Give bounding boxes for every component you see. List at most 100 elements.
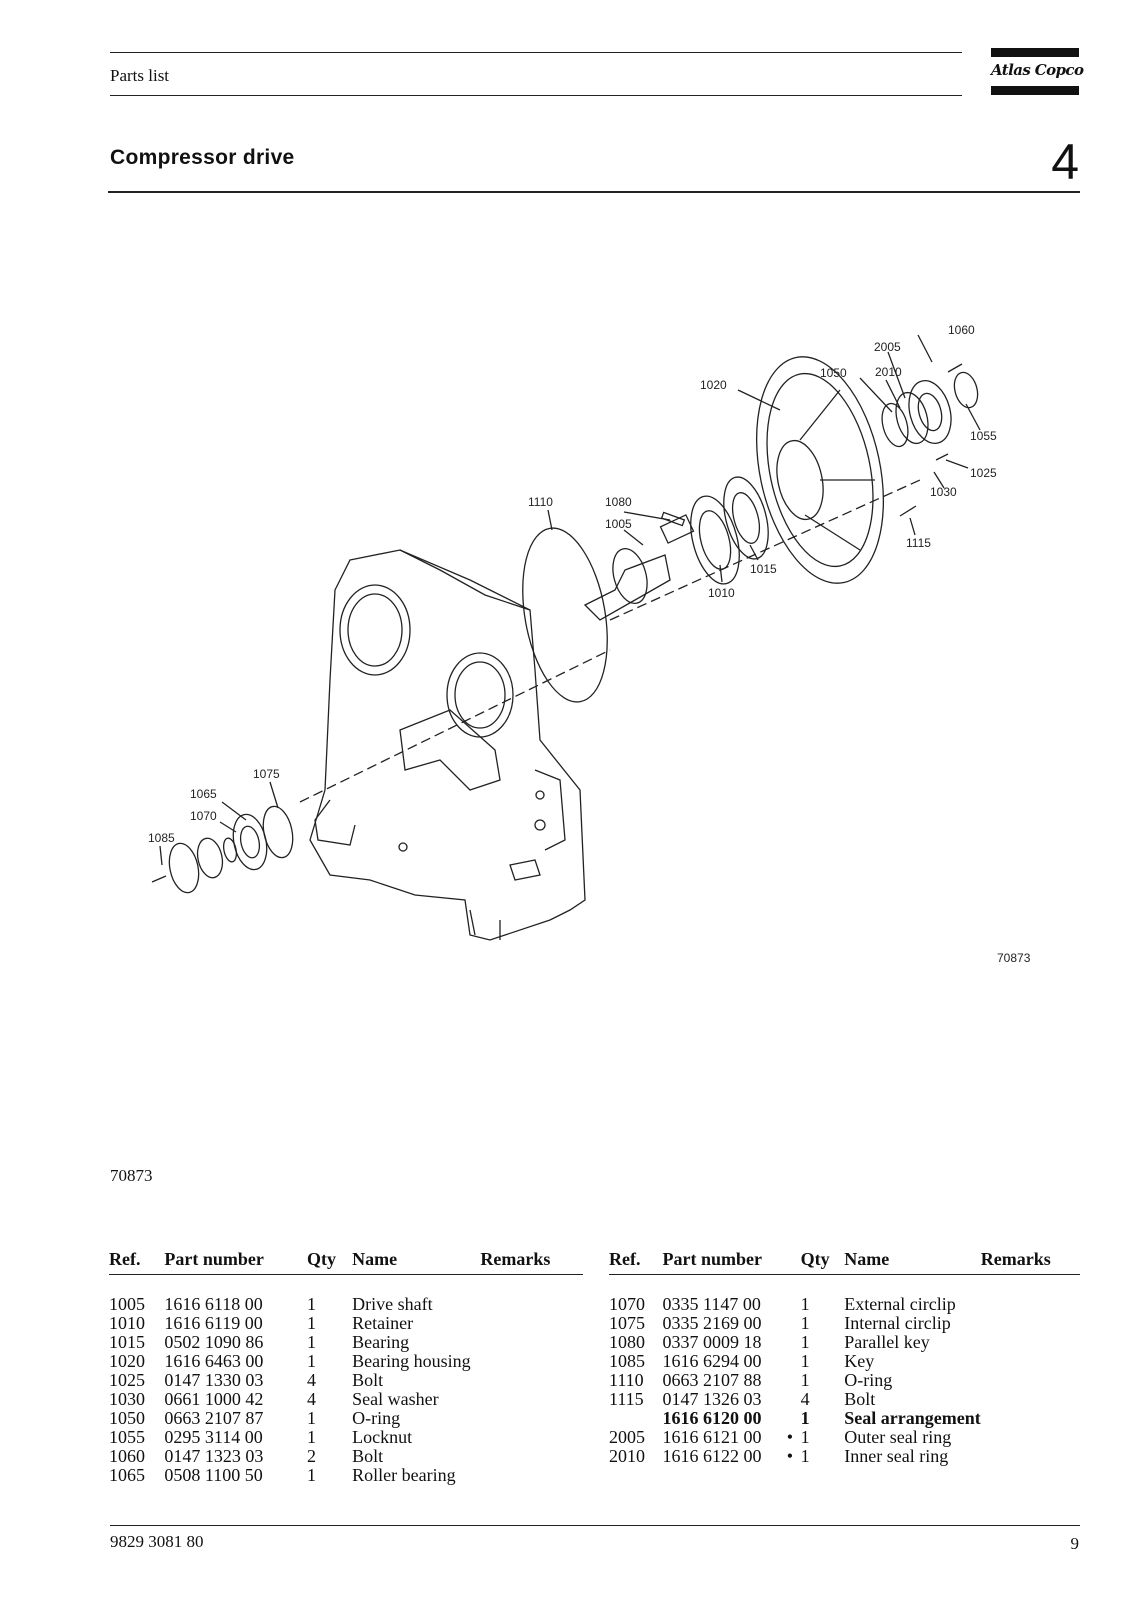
callout-1110: 1110: [528, 495, 553, 509]
brand-logo: Atlas Copco: [991, 48, 1084, 96]
part-name: Drive shaft: [352, 1294, 433, 1314]
callout-1115: 1115: [906, 536, 931, 550]
callout-1050: 1050: [820, 366, 847, 380]
callout-1085: 1085: [148, 831, 175, 845]
part-ref: 1010: [109, 1313, 145, 1333]
part-name: Roller bearing: [352, 1465, 456, 1485]
part-remarks: [480, 1447, 583, 1466]
part-number: 1616 6122 00: [662, 1446, 762, 1466]
part-ref: 1115: [609, 1389, 644, 1409]
part-name: O-ring: [844, 1370, 893, 1390]
part-remarks: [981, 1314, 1080, 1333]
callout-1010: 1010: [708, 586, 735, 600]
part-remarks: [480, 1352, 583, 1371]
header-mark: [284, 1249, 307, 1275]
part-name: Parallel key: [844, 1332, 930, 1352]
part-qty: 1: [306, 1427, 316, 1447]
part-qty: 1: [800, 1351, 810, 1371]
callout-2005: 2005: [874, 340, 901, 354]
part-ref: 1080: [609, 1332, 645, 1352]
callout-1015: 1015: [750, 562, 777, 576]
header-name: Name: [844, 1249, 981, 1275]
part-remarks: [981, 1371, 1080, 1390]
part-ref: 1015: [109, 1332, 145, 1352]
part-remarks: [981, 1447, 1080, 1466]
part-ref: 1075: [609, 1313, 645, 1333]
header-remarks: Remarks: [980, 1249, 1080, 1275]
parts-table-header-row: Ref. Part number Qty Name Remarks: [109, 1249, 583, 1275]
part-qty: 1: [800, 1313, 810, 1333]
exploded-view-drawing: 1060 2005 1050 2010 1020 1055 1025 1030 …: [148, 323, 1031, 965]
part-number: 0661 1000 42: [164, 1389, 264, 1409]
part-name: Bolt: [352, 1370, 384, 1390]
part-qty: 1: [306, 1351, 316, 1371]
part-name: Locknut: [352, 1427, 413, 1447]
part-name: Seal arrangement: [844, 1408, 981, 1428]
part-qty: 1: [800, 1427, 810, 1447]
part-name: Retainer: [352, 1313, 414, 1333]
part-ref: 1020: [109, 1351, 145, 1371]
part-ref: 2005: [609, 1427, 645, 1447]
header-ref: Ref.: [609, 1249, 663, 1275]
part-name: Inner seal ring: [844, 1446, 949, 1466]
part-ref: 1005: [109, 1294, 145, 1314]
title-rule: [108, 191, 1080, 193]
header-name: Name: [352, 1249, 481, 1275]
part-ref: 1030: [109, 1389, 145, 1409]
part-qty: 1: [800, 1294, 810, 1314]
part-number: 0295 3114 00: [164, 1427, 263, 1447]
part-remarks: [480, 1428, 583, 1447]
drawing-linework: [151, 334, 981, 941]
part-ref: 1060: [109, 1446, 145, 1466]
part-number: 0147 1326 03: [662, 1389, 762, 1409]
part-qty: 1: [306, 1294, 316, 1314]
sub-item-bullet: [284, 1333, 307, 1352]
sub-item-bullet: [779, 1371, 801, 1390]
sub-item-bullet: [779, 1390, 801, 1409]
callout-1075: 1075: [253, 767, 280, 781]
part-number: 0147 1330 03: [164, 1370, 264, 1390]
sub-item-bullet: [284, 1409, 307, 1428]
part-number: 1616 6118 00: [164, 1294, 263, 1314]
sub-item-bullet: [284, 1447, 307, 1466]
part-number: 1616 6121 00: [662, 1427, 762, 1447]
part-qty: 1: [800, 1332, 810, 1352]
part-name: Key: [844, 1351, 875, 1371]
part-number: 1616 6119 00: [164, 1313, 263, 1333]
sub-item-bullet: [284, 1314, 307, 1333]
part-ref: 2010: [609, 1446, 645, 1466]
part-number: 0663 2107 87: [164, 1408, 264, 1428]
part-remarks: [480, 1390, 583, 1409]
brand-logo-text: Atlas Copco: [991, 61, 1084, 79]
part-ref: 1070: [609, 1294, 645, 1314]
callout-1060: 1060: [948, 323, 975, 337]
callout-1065: 1065: [190, 787, 217, 801]
part-number: 1616 6120 00: [662, 1408, 762, 1428]
sub-item-bullet: [284, 1371, 307, 1390]
part-remarks: [480, 1371, 583, 1390]
part-remarks: [981, 1333, 1080, 1352]
part-remarks: [480, 1314, 583, 1333]
chapter-number: 4: [1051, 134, 1079, 190]
part-ref: 1065: [109, 1465, 145, 1485]
header-remarks: Remarks: [480, 1249, 583, 1275]
part-ref: [609, 1409, 663, 1428]
sub-item-bullet: [284, 1390, 307, 1409]
sub-item-bullet: [284, 1466, 307, 1485]
sub-item-bullet: [779, 1333, 801, 1352]
callout-2010: 2010: [875, 365, 902, 379]
footer-rule: [110, 1525, 1080, 1526]
part-ref: 1050: [109, 1408, 145, 1428]
callout-1070: 1070: [190, 809, 217, 823]
part-qty: 1: [306, 1313, 316, 1333]
part-name: Bolt: [844, 1389, 876, 1409]
part-number: 0663 2107 88: [662, 1370, 762, 1390]
